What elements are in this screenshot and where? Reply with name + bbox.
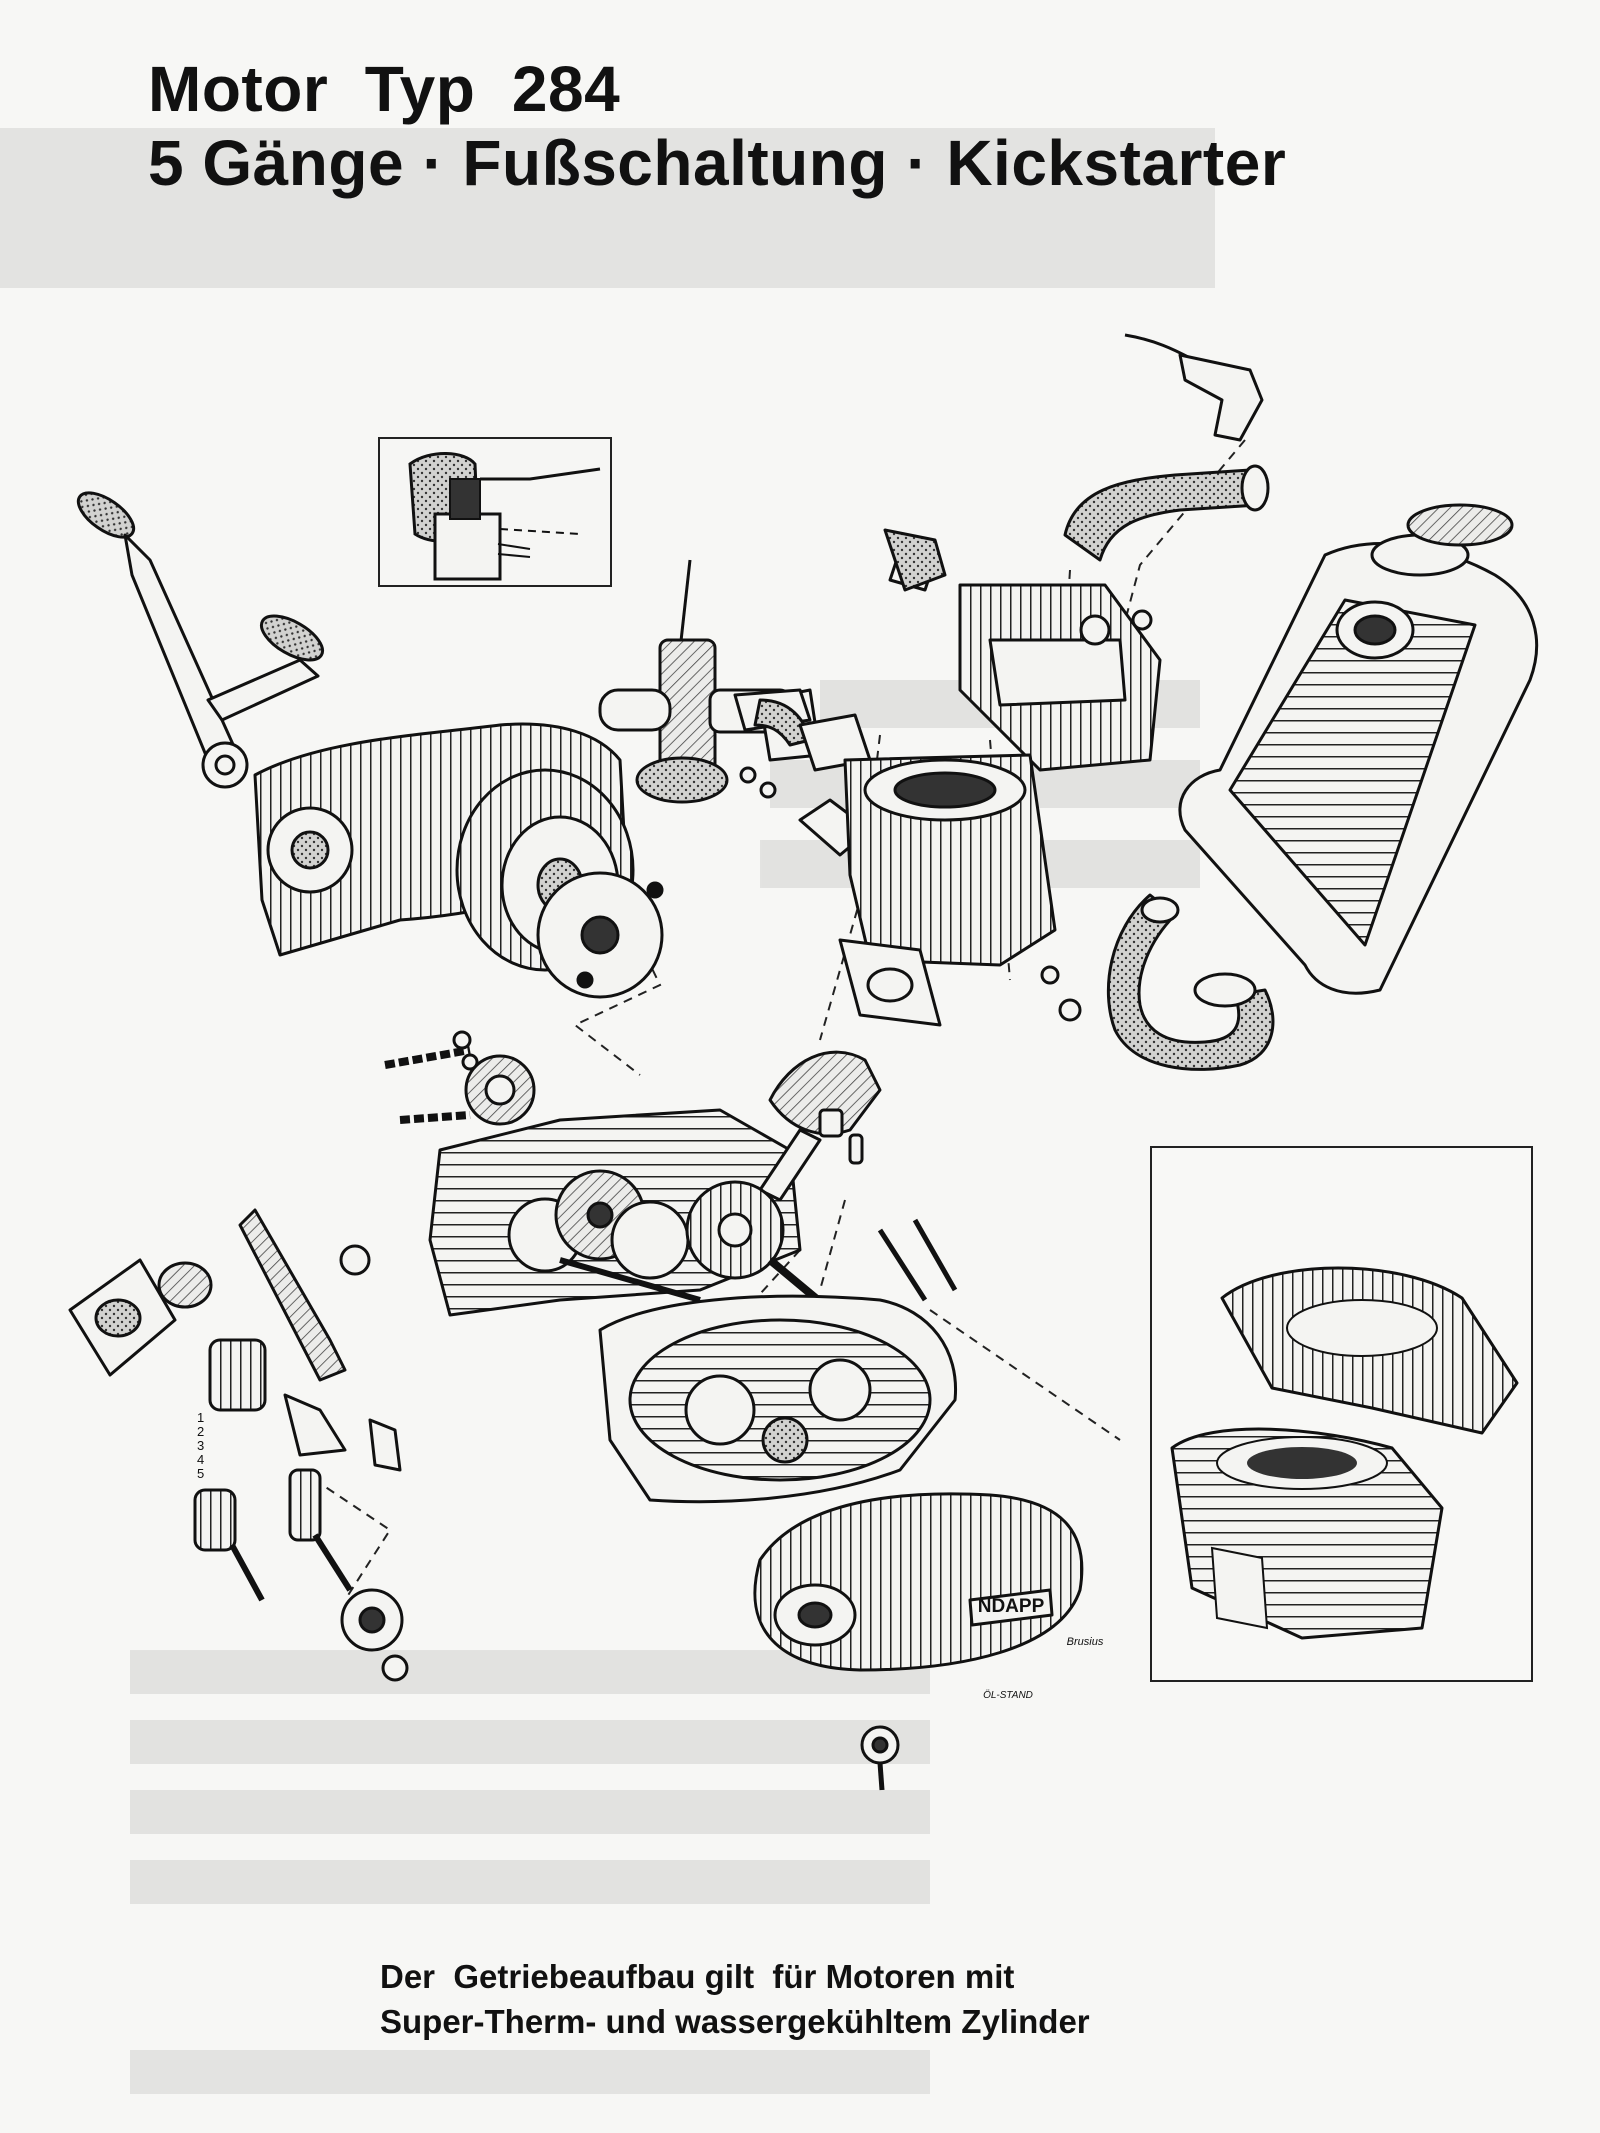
gear-number-2: 2: [197, 1424, 204, 1439]
footnote-caption: Der Getriebeaufbau gilt für Motoren mit …: [380, 1955, 1090, 2045]
gear-number-5: 5: [197, 1466, 204, 1481]
engine-cover-logo: NDAPP: [978, 1596, 1045, 1617]
cylinder-head: [883, 528, 1162, 772]
radiator: [1178, 503, 1538, 995]
lower-coolant-hose: [1106, 893, 1275, 1071]
ignition-coil-inset: [378, 437, 612, 587]
cylinder-block: [838, 753, 1082, 1027]
gear-number-labels: 1 2 3 4 5: [197, 1410, 204, 1481]
artist-signature: Brusius: [1067, 1636, 1104, 1648]
caption-line-1: Der Getriebeaufbau gilt für Motoren mit: [380, 1958, 1015, 1995]
title-line-1: Motor Typ 284: [148, 53, 621, 125]
crankcase-right-half: [598, 1218, 958, 1504]
title-block: Motor Typ 284 5 Gänge · Fußschaltung · K…: [148, 52, 1286, 200]
left-side-cover: [253, 722, 664, 999]
gear-shift-mechanism: [68, 1208, 409, 1682]
spark-plug-cap: [1063, 333, 1270, 562]
gear-number-1: 1: [197, 1410, 204, 1425]
piston-and-crankshaft: [685, 1050, 882, 1314]
ignition-coil-drawing: [408, 452, 601, 581]
kick-start-lever: [76, 491, 325, 789]
drive-chain-and-sprocket: [384, 1030, 536, 1126]
gear-number-3: 3: [197, 1438, 204, 1453]
super-therm-cylinder-drawing: [1170, 1266, 1519, 1640]
clutch-cover: [753, 1492, 1084, 1791]
title-line-2: 5 Gänge · Fußschaltung · Kickstarter: [148, 127, 1287, 200]
oil-level-mark: ÖL-STAND: [983, 1689, 1033, 1701]
show-through-ghost-print: [0, 128, 1215, 2094]
caption-line-2: Super-Therm- und wassergekühltem Zylinde…: [380, 2002, 1090, 2040]
gear-number-4: 4: [197, 1452, 204, 1467]
super-therm-cylinder-inset: [1150, 1146, 1533, 1682]
intake-flange-and-gasket: [733, 688, 872, 857]
